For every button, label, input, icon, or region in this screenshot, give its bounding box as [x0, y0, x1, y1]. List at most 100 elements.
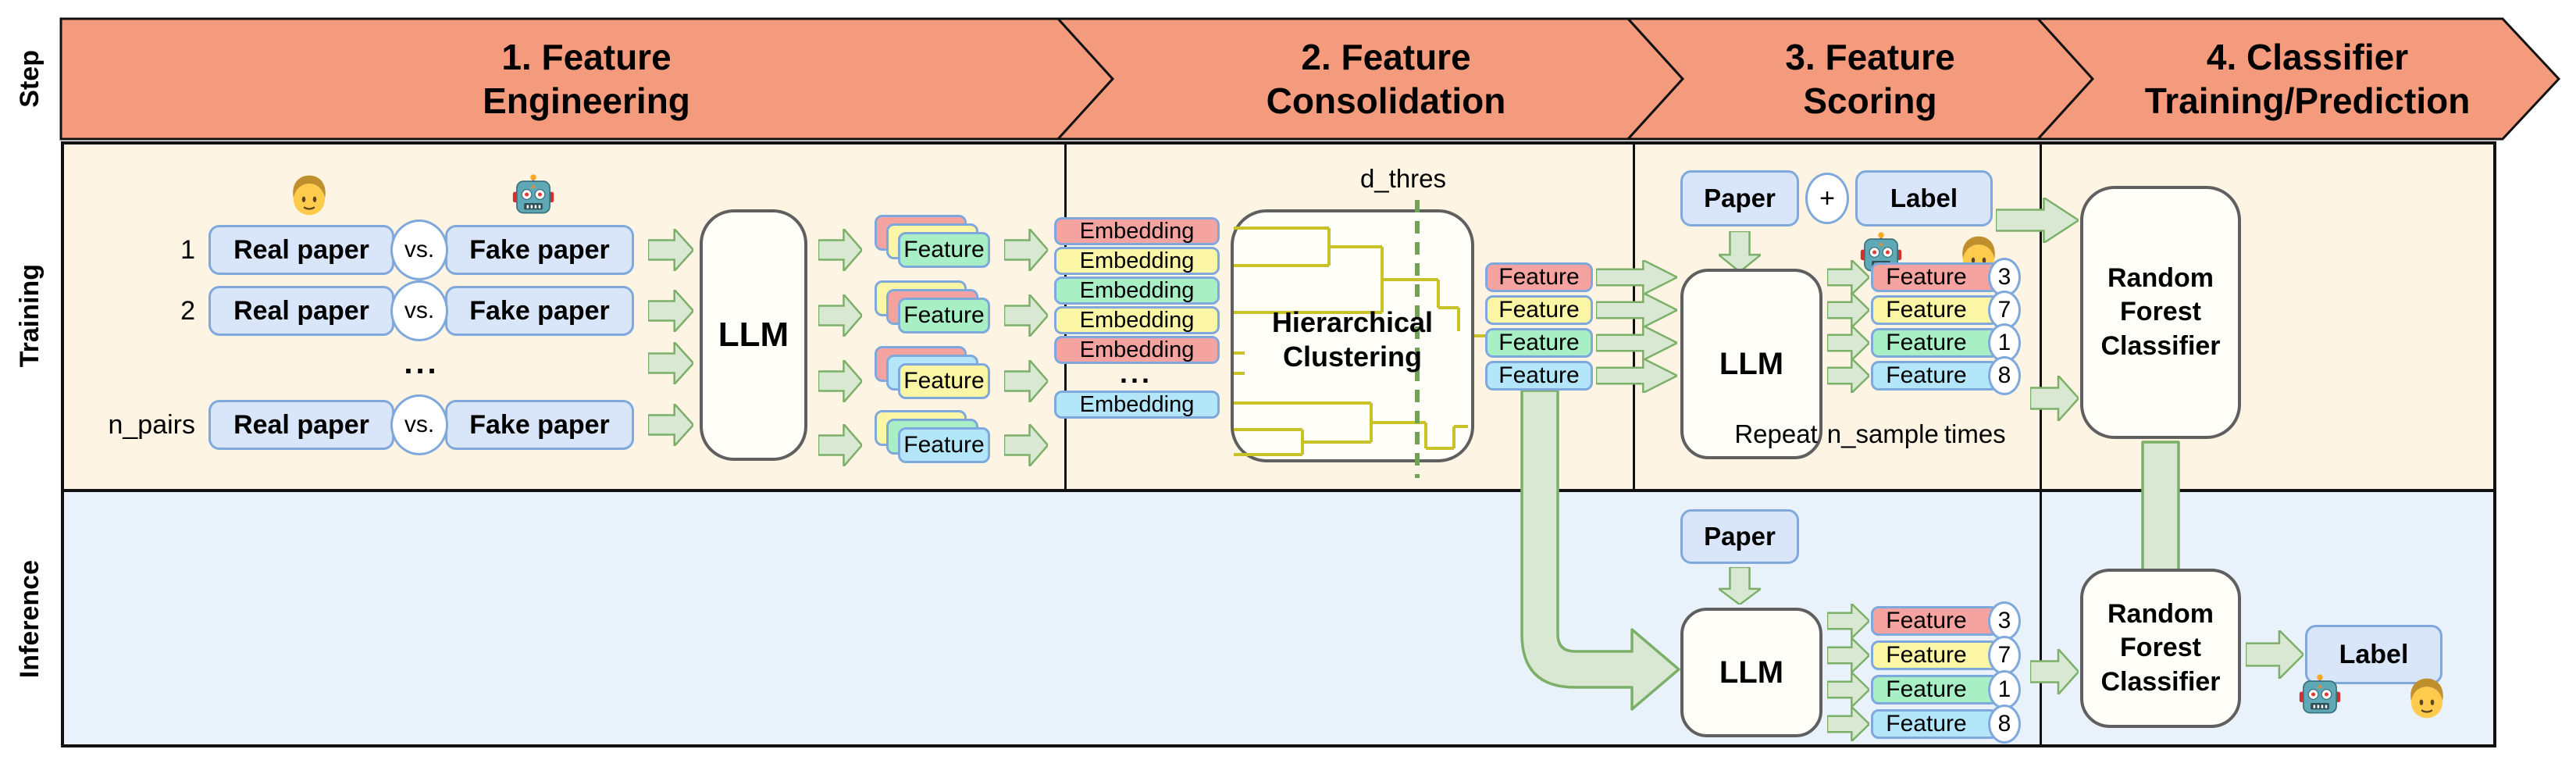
flow-arrow	[1827, 260, 1869, 294]
label-box: Label	[1855, 170, 1993, 227]
scored-feature-chip: Feature	[1871, 262, 1999, 292]
flow-arrow	[1004, 229, 1048, 271]
real-paper-box: Real paper	[208, 225, 394, 275]
table-border	[61, 141, 2496, 747]
flow-arrow	[818, 424, 862, 466]
col-divider-3	[2040, 141, 2042, 747]
pair-index: n_pairs	[108, 409, 195, 440]
step-axis-label: Step	[14, 50, 45, 108]
flow-arrow	[818, 229, 862, 271]
dendrogram	[1234, 227, 1485, 456]
vs-ellipse: vs.	[390, 394, 448, 455]
feature-card: Feature	[898, 427, 990, 463]
flow-arrow	[1596, 326, 1677, 360]
embedding-chip: Embedding	[1054, 217, 1220, 245]
embedding-chip: Embedding	[1054, 276, 1220, 305]
flow-arrow	[1827, 604, 1869, 638]
row-divider	[61, 489, 2496, 492]
d-thres-label: d_thres	[1359, 164, 1447, 193]
feature-score-badge: 8	[1988, 356, 2021, 395]
flow-arrow	[1596, 359, 1677, 393]
flow-arrow	[1004, 294, 1048, 337]
embedding-chip: Embedding	[1054, 336, 1220, 364]
consolidated-feature-chip: Feature	[1485, 361, 1593, 391]
consolidated-feature-chip: Feature	[1485, 262, 1593, 292]
flow-arrow	[2030, 649, 2079, 694]
embedding-chip: Embedding	[1054, 391, 1220, 419]
flow-arrow	[648, 290, 693, 332]
header-chevron-4	[2035, 17, 2561, 141]
scored-feature-chip: Feature	[1871, 709, 1999, 739]
feature-score-badge: 3	[1988, 601, 2021, 640]
man-emoji-icon	[2405, 676, 2449, 720]
flow-arrow	[1827, 359, 1869, 393]
fake-paper-box: Fake paper	[445, 225, 634, 275]
predicted-label-box: Label	[2305, 625, 2442, 684]
flow-arrow	[2030, 376, 2079, 421]
feature-card: Feature	[898, 298, 990, 334]
embeddings-ellipsis: ...	[1119, 357, 1153, 389]
flow-arrow	[818, 294, 862, 337]
man-emoji-icon	[287, 173, 331, 217]
flow-arrow	[818, 360, 862, 402]
scored-feature-chip: Feature	[1871, 675, 1999, 705]
plus-ellipse: +	[1805, 173, 1849, 224]
pairs-ellipsis: ...	[404, 345, 440, 380]
scored-feature-chip: Feature	[1871, 640, 1999, 670]
flow-arrow	[1827, 326, 1869, 360]
hierarchical-clustering-label: Hierarchical Clustering	[1271, 306, 1434, 373]
llm-box-scoring: LLM	[1680, 269, 1822, 459]
robot-emoji-icon	[2299, 673, 2341, 715]
flow-arrow-down	[1719, 231, 1761, 272]
inference-row-label: Inference	[14, 559, 45, 679]
flow-arrow	[648, 229, 693, 271]
flow-arrow	[648, 404, 693, 446]
flow-arrow	[1004, 360, 1048, 402]
random-forest-box-training: Random Forest Classifier	[2080, 186, 2241, 439]
feature-card: Feature	[898, 363, 990, 399]
real-paper-box: Real paper	[208, 286, 394, 336]
llm-box-engineering: LLM	[700, 209, 807, 461]
embedding-chip: Embedding	[1054, 247, 1220, 275]
scored-feature-chip: Feature	[1871, 361, 1999, 391]
flow-arrow	[1004, 424, 1048, 466]
feature-card: Feature	[898, 232, 990, 268]
flow-arrow	[648, 342, 693, 384]
vs-ellipse: vs.	[390, 280, 448, 341]
feature-score-badge: 7	[1988, 291, 2021, 330]
scored-feature-chip: Feature	[1871, 606, 1999, 636]
flow-arrow	[1596, 260, 1677, 294]
flow-arrow	[1596, 293, 1677, 327]
flow-arrow	[1827, 707, 1869, 741]
feature-score-badge: 8	[1988, 705, 2021, 744]
real-paper-box: Real paper	[208, 400, 394, 450]
pair-index: 1	[180, 234, 195, 265]
random-forest-box-inference: Random Forest Classifier	[2080, 569, 2241, 728]
paper-box-inference: Paper	[1680, 509, 1799, 564]
robot-emoji-icon	[512, 173, 554, 216]
fake-paper-box: Fake paper	[445, 400, 634, 450]
llm-box-inference: LLM	[1680, 608, 1822, 737]
pair-index: 2	[180, 295, 195, 326]
vs-ellipse: vs.	[390, 219, 448, 280]
flow-arrow	[1827, 638, 1869, 672]
training-row-label: Training	[14, 264, 45, 368]
flow-arrow	[1827, 672, 1869, 707]
feature-score-badge: 1	[1988, 670, 2021, 709]
consolidated-feature-chip: Feature	[1485, 295, 1593, 325]
flow-arrow	[1827, 293, 1869, 327]
embedding-chip: Embedding	[1054, 306, 1220, 334]
consolidated-feature-chip: Feature	[1485, 328, 1593, 358]
hierarchical-clustering-box	[1231, 209, 1474, 462]
scored-feature-chip: Feature	[1871, 328, 1999, 358]
flow-arrow	[2246, 630, 2303, 679]
flow-arrow	[1996, 198, 2079, 243]
feature-score-badge: 1	[1988, 323, 2021, 362]
